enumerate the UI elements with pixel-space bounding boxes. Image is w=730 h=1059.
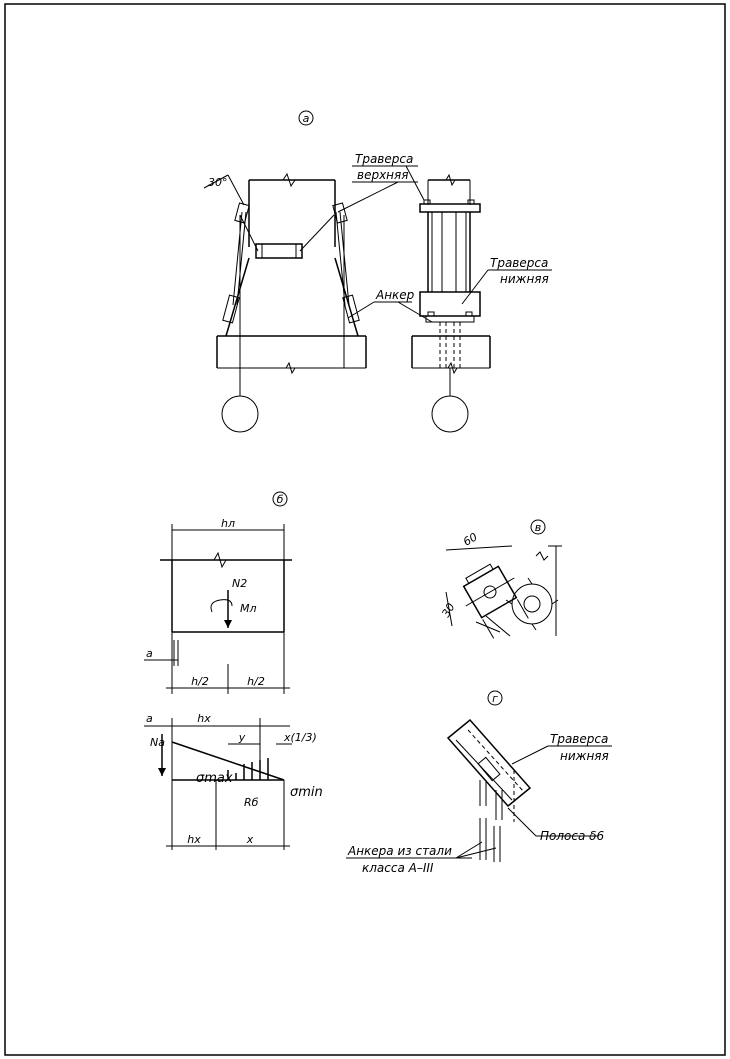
- na-label: Na: [150, 736, 165, 749]
- traversa-g-label-1: Траверса: [550, 732, 608, 746]
- axis-circle-left: [221, 395, 259, 433]
- rb-label: Rб: [244, 796, 259, 809]
- right-elevation: [411, 173, 491, 433]
- view-a-label: а: [303, 112, 310, 125]
- dim-30-label: 30: [439, 601, 457, 620]
- view-v-label: в: [535, 521, 541, 534]
- view-v-marker-circle: [530, 519, 546, 535]
- anchors-label-1: Анкера из стали: [347, 844, 452, 858]
- view-a-marker-circle: [298, 110, 314, 126]
- view-g-label: г: [492, 692, 498, 705]
- hx-top-label: hx: [197, 712, 211, 725]
- h-half-label-1: h/2: [191, 675, 209, 688]
- sheet-frame: [4, 3, 726, 1056]
- traversa-g-label-2: нижняя: [560, 749, 609, 763]
- view-b-group: б hл N2 Mл a h/2 h/2 a hx: [144, 491, 323, 850]
- mn-label: Mл: [240, 602, 257, 615]
- view-a-group: а: [203, 110, 552, 433]
- traversa-bot-label-2: нижняя: [500, 272, 549, 286]
- anker-label: Анкер: [375, 288, 415, 302]
- view-b-label: б: [277, 493, 284, 506]
- dim-60-label: 60: [461, 530, 480, 548]
- n2-label: N2: [232, 577, 247, 590]
- traversa-bot-label-1: Траверса: [490, 256, 548, 270]
- view-v-group: в 60 30: [439, 519, 562, 639]
- upper-traverse-left: [255, 243, 303, 259]
- polosa-label: Полоса δ6: [540, 829, 604, 843]
- dim-hn-label: hл: [221, 517, 235, 530]
- left-elevation: 30°: [203, 172, 367, 433]
- anchors-label-2: класса А–III: [362, 861, 434, 875]
- a2-label: a: [146, 712, 153, 725]
- traversa-top-label-1: Траверса: [355, 152, 413, 166]
- h-half-label-2: h/2: [247, 675, 265, 688]
- hx-bot-label: hx: [187, 833, 201, 846]
- upper-traverse-right: [419, 203, 481, 213]
- sigma-max-label: σmax: [196, 771, 233, 786]
- sigma-min-label: σmin: [290, 785, 323, 800]
- y-label: y: [238, 731, 246, 744]
- a1-label: a: [146, 647, 153, 660]
- x-bot-label: x: [246, 833, 254, 846]
- axis-circle-right: [431, 395, 469, 433]
- x13-label: x(1/3): [283, 731, 317, 744]
- traversa-top-label-2: верхняя: [357, 168, 408, 182]
- angle-30-label: 30°: [208, 176, 228, 189]
- view-b-marker-circle: [272, 491, 288, 507]
- view-g-marker-circle: [487, 690, 503, 706]
- view-g-group: г Траверса нижняя Полоса δ6 Анкера из ст…: [346, 690, 612, 875]
- view-a-leaders: Траверса верхняя Траверса нижняя Анкер: [337, 152, 552, 323]
